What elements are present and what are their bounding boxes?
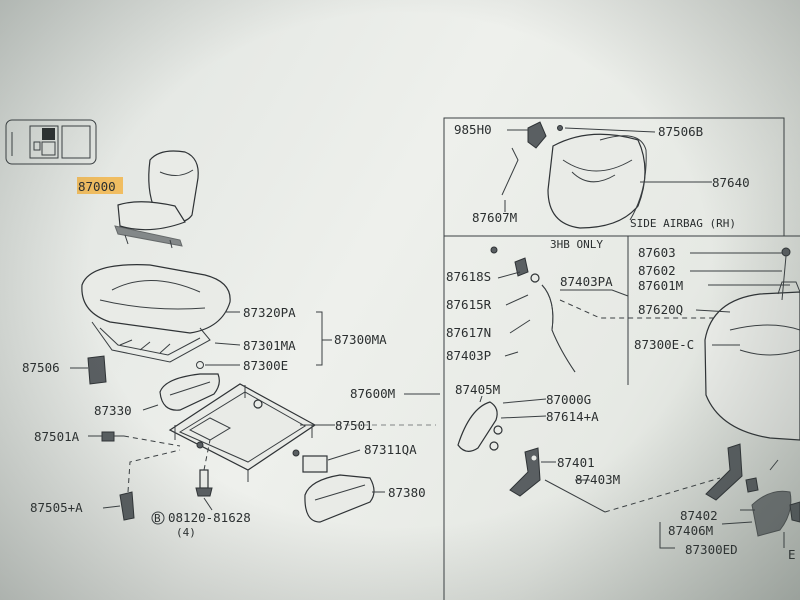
part-number-87300ed: 87300ED — [685, 542, 738, 557]
part-number-87330: 87330 — [94, 403, 132, 418]
part-number-87620q: 87620Q — [638, 302, 683, 317]
part-number-87506b: 87506B — [658, 124, 703, 139]
part-number-87403p: 87403P — [446, 348, 491, 363]
part-number-87601m: 87601M — [638, 278, 683, 293]
part-number-87301ma: 87301MA — [243, 338, 296, 353]
part-highlight — [77, 177, 123, 194]
part-number-87615r: 87615R — [446, 297, 492, 312]
part-number-87406m: 87406M — [668, 523, 713, 538]
part-number-87000g: 87000G — [546, 392, 591, 407]
part-number-87300e-c: 87300E-C — [634, 337, 694, 352]
seatback-airbag-illustration — [547, 133, 647, 229]
cushion-frame-illustration — [91, 321, 211, 363]
part-number-87405m: 87405M — [455, 382, 500, 397]
hinge-part — [509, 447, 541, 497]
bolt-symbol-circle — [151, 511, 165, 525]
part-number-87300e: 87300E — [243, 358, 288, 373]
bracket-part — [87, 355, 107, 385]
bolt-part — [101, 431, 124, 442]
part-number-87640: 87640 — [712, 175, 750, 190]
vehicle-location-icon — [5, 119, 97, 165]
screw-part — [195, 469, 213, 497]
part-number-87403pa: 87403PA — [560, 274, 613, 289]
seat-cushion-illustration — [81, 264, 231, 334]
clip-part — [119, 491, 135, 521]
part-number-08120: 08120-81628 — [168, 510, 251, 525]
part-number-87501: 87501 — [335, 418, 373, 433]
part-number-87403m: 87403M — [575, 472, 620, 487]
rear-trim-cover-part — [751, 490, 800, 537]
recliner-parts-illustration — [490, 246, 576, 373]
part-number-87506: 87506 — [22, 360, 60, 375]
cover-part — [302, 455, 328, 473]
part-number-87614a: 87614+A — [546, 409, 599, 424]
part-number-87320pa: 87320PA — [243, 305, 296, 320]
side-trim-illustration — [304, 474, 375, 523]
part-number-985h0: 985H0 — [454, 122, 492, 137]
part-number-87600m: 87600M — [350, 386, 395, 401]
part-quantity: (4) — [176, 526, 196, 539]
part-number-87617n: 87617N — [446, 325, 491, 340]
seat-lever-illustration — [159, 373, 220, 411]
part-number-87618s: 87618S — [446, 269, 491, 284]
bolt-symbol-label: B — [154, 512, 161, 525]
part-number-87402: 87402 — [680, 508, 718, 523]
part-number-87401: 87401 — [557, 455, 595, 470]
rear-seatback-illustration — [704, 281, 800, 441]
part-number-87603: 87603 — [638, 245, 676, 260]
side-airbag-note: SIDE AIRBAG (RH) — [630, 217, 736, 230]
release-handle-illustration — [457, 401, 503, 452]
part-number-87300ma: 87300MA — [334, 332, 387, 347]
airbag-bracket-part — [501, 121, 563, 196]
part-number-87501a: 87501A — [34, 429, 80, 444]
part-number-87505a: 87505+A — [30, 500, 83, 515]
part-number-87380: 87380 — [388, 485, 426, 500]
seat-assembly-illustration — [114, 150, 199, 249]
3hb-only-note: 3HB ONLY — [550, 238, 603, 251]
part-number-87311qa: 87311QA — [364, 442, 417, 457]
rear-hinge-part — [705, 443, 759, 501]
part-number-87000: 87000 — [78, 179, 116, 194]
part-number-87602: 87602 — [638, 263, 676, 278]
part-number-cutoff: E — [788, 547, 796, 562]
part-number-87607m: 87607M — [472, 210, 517, 225]
